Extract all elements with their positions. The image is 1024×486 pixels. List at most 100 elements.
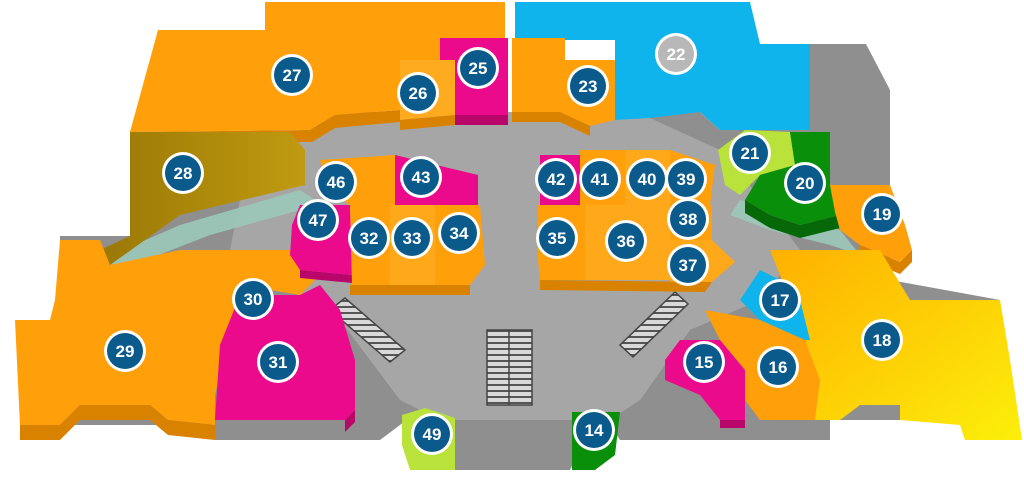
- unit-badge-47[interactable]: 47: [297, 199, 339, 241]
- unit-number-label: 34: [450, 224, 469, 243]
- unit-badge-17[interactable]: 17: [759, 279, 801, 321]
- unit-number-label: 18: [873, 331, 892, 350]
- unit-number-label: 33: [403, 229, 422, 248]
- unit-badge-28[interactable]: 28: [162, 152, 204, 194]
- badge-dot: [300, 202, 336, 238]
- unit-number-label: 28: [174, 164, 193, 183]
- badge-dot: [538, 161, 574, 197]
- unit-badge-19[interactable]: 19: [861, 193, 903, 235]
- badge-dot: [658, 36, 694, 72]
- unit-number-label: 15: [695, 353, 714, 372]
- badge-dot: [668, 161, 704, 197]
- unit-badge-29[interactable]: 29: [104, 330, 146, 372]
- badge-dot: [235, 281, 271, 317]
- unit-badge-20[interactable]: 20: [784, 162, 826, 204]
- unit-number-label: 39: [677, 170, 696, 189]
- unit-badge-35[interactable]: 35: [536, 217, 578, 259]
- unit-badge-26[interactable]: 26: [397, 72, 439, 114]
- unit-badge-15[interactable]: 15: [683, 341, 725, 383]
- left-island-base: [350, 285, 470, 295]
- unit-number-label: 17: [771, 291, 790, 310]
- unit-badge-16[interactable]: 16: [757, 346, 799, 388]
- unit-badge-23[interactable]: 23: [567, 65, 609, 107]
- badge-dot: [864, 196, 900, 232]
- unit-badge-38[interactable]: 38: [667, 198, 709, 240]
- unit-number-label: 41: [591, 170, 610, 189]
- badge-dot: [762, 282, 798, 318]
- unit-number-label: 38: [679, 210, 698, 229]
- unit-number-label: 20: [796, 174, 815, 193]
- unit-number-label: 16: [769, 358, 788, 377]
- badge-dot: [394, 220, 430, 256]
- unit-number-label: 42: [547, 170, 566, 189]
- unit-number-label: 27: [283, 66, 302, 85]
- unit-number-label: 23: [579, 77, 598, 96]
- badge-dot: [260, 344, 296, 380]
- unit-29[interactable]: [15, 240, 255, 440]
- unit-badge-39[interactable]: 39: [665, 158, 707, 200]
- unit-number-label: 19: [873, 205, 892, 224]
- unit-number-label: 32: [360, 229, 379, 248]
- badge-dot: [318, 164, 354, 200]
- unit-badge-33[interactable]: 33: [391, 217, 433, 259]
- unit-number-label: 26: [409, 84, 428, 103]
- escalator-center: [486, 329, 533, 406]
- unit-badge-46[interactable]: 46: [315, 161, 357, 203]
- unit-badge-25[interactable]: 25: [457, 47, 499, 89]
- unit-number-label: 25: [469, 59, 488, 78]
- badge-dot: [400, 75, 436, 111]
- badge-dot: [107, 333, 143, 369]
- badge-dot: [414, 416, 450, 452]
- badge-dot: [165, 155, 201, 191]
- badge-dot: [608, 223, 644, 259]
- unit-badge-21[interactable]: 21: [729, 132, 771, 174]
- unit-number-label: 21: [741, 144, 760, 163]
- unit-badge-32[interactable]: 32: [348, 217, 390, 259]
- escalator-right: [618, 290, 690, 359]
- unit-number-label: 14: [585, 421, 604, 440]
- unit-badges: 49 14 15 16 17 18 19 20 21 22 23 25 26 27 28 29 30 31 32 33…: [104, 33, 903, 455]
- badge-dot: [864, 322, 900, 358]
- unit-badge-36[interactable]: 36: [605, 220, 647, 262]
- unit-badge-18[interactable]: 18: [861, 319, 903, 361]
- unit-number-label: 30: [244, 290, 263, 309]
- badge-dot: [403, 159, 439, 195]
- unit-28[interactable]: [100, 132, 305, 265]
- badge-dot: [760, 349, 796, 385]
- unit-number-label: 31: [269, 353, 288, 372]
- badge-dot: [274, 57, 310, 93]
- badge-dot: [570, 68, 606, 104]
- unit-number-label: 22: [667, 45, 686, 64]
- badge-dot: [576, 412, 612, 448]
- unit-badge-42[interactable]: 42: [535, 158, 577, 200]
- unit-badge-31[interactable]: 31: [257, 341, 299, 383]
- badge-dot: [582, 161, 618, 197]
- unit-number-label: 29: [116, 342, 135, 361]
- badge-dot: [539, 220, 575, 256]
- unit-badge-30[interactable]: 30: [232, 278, 274, 320]
- unit-badge-49[interactable]: 49: [411, 413, 453, 455]
- badge-dot: [732, 135, 768, 171]
- unit-number-label: 35: [548, 229, 567, 248]
- badge-dot: [629, 161, 665, 197]
- unit-badge-22[interactable]: 22: [655, 33, 697, 75]
- badge-dot: [686, 344, 722, 380]
- badge-dot: [460, 50, 496, 86]
- badge-dot: [670, 247, 706, 283]
- unit-number-label: 47: [309, 211, 328, 230]
- unit-badge-14[interactable]: 14: [573, 409, 615, 451]
- unit-badge-41[interactable]: 41: [579, 158, 621, 200]
- badge-dot: [787, 165, 823, 201]
- unit-badge-34[interactable]: 34: [438, 212, 480, 254]
- badge-dot: [351, 220, 387, 256]
- unit-badge-40[interactable]: 40: [626, 158, 668, 200]
- escalator-left: [328, 297, 407, 363]
- unit-badge-43[interactable]: 43: [400, 156, 442, 198]
- badge-dot: [670, 201, 706, 237]
- unit-badge-27[interactable]: 27: [271, 54, 313, 96]
- unit-number-label: 43: [412, 168, 431, 187]
- unit-badge-37[interactable]: 37: [667, 244, 709, 286]
- unit-number-label: 37: [679, 256, 698, 275]
- unit-number-label: 40: [638, 170, 657, 189]
